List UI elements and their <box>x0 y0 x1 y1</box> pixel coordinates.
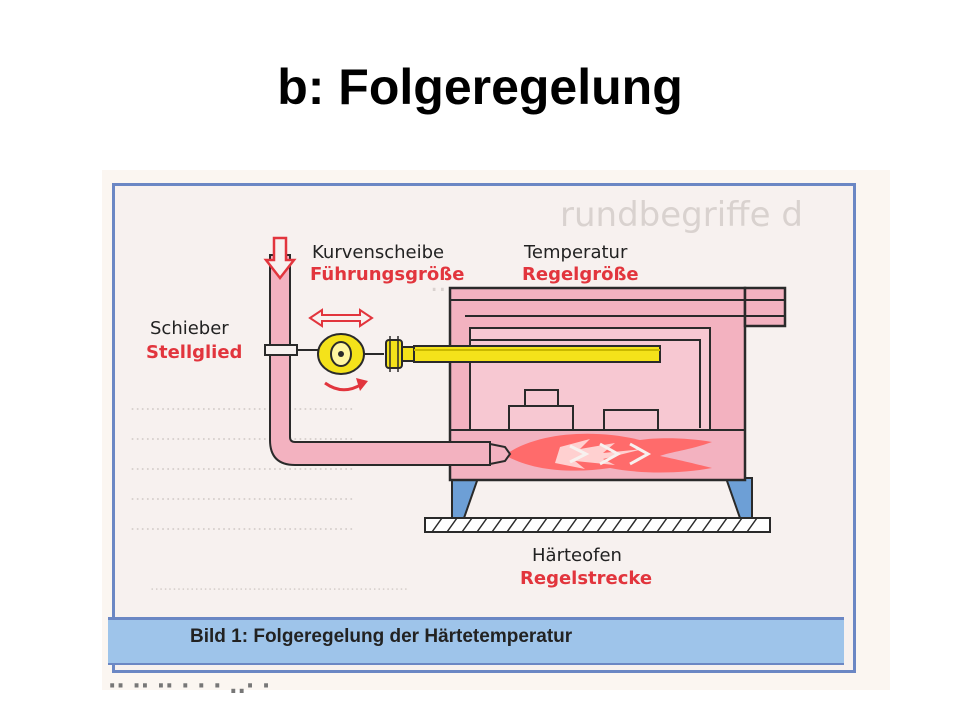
furnace-label: Härteofen <box>532 545 622 566</box>
curved-arrow-icon <box>324 378 368 392</box>
temperature-role-label: Regelgröße <box>522 264 639 285</box>
cam-label: Kurvenscheibe <box>312 242 445 263</box>
figure-caption: Bild 1: Folgeregelung der Härtetemperatu… <box>190 626 573 647</box>
temperature-probe <box>413 345 661 363</box>
caption-bar <box>108 617 844 665</box>
furnace-stand <box>451 477 753 519</box>
down-arrow-icon <box>263 236 297 281</box>
bottom-bleed-text: ·· ·· ·· · · · ..· · <box>108 674 271 699</box>
cam-disc <box>317 333 365 375</box>
cam-role-label: Führungsgröße <box>310 264 465 285</box>
furnace-role-label: Regelstrecke <box>520 568 653 589</box>
floor <box>424 517 771 533</box>
slide-title: b: Folgeregelung <box>277 59 683 115</box>
slider-label: Schieber <box>150 318 229 339</box>
slider-role-label: Stellglied <box>146 342 243 363</box>
double-arrow-icon <box>308 308 374 328</box>
sensor-mount <box>364 336 415 372</box>
temperature-label: Temperatur <box>524 242 628 263</box>
burner-flame <box>505 433 712 473</box>
